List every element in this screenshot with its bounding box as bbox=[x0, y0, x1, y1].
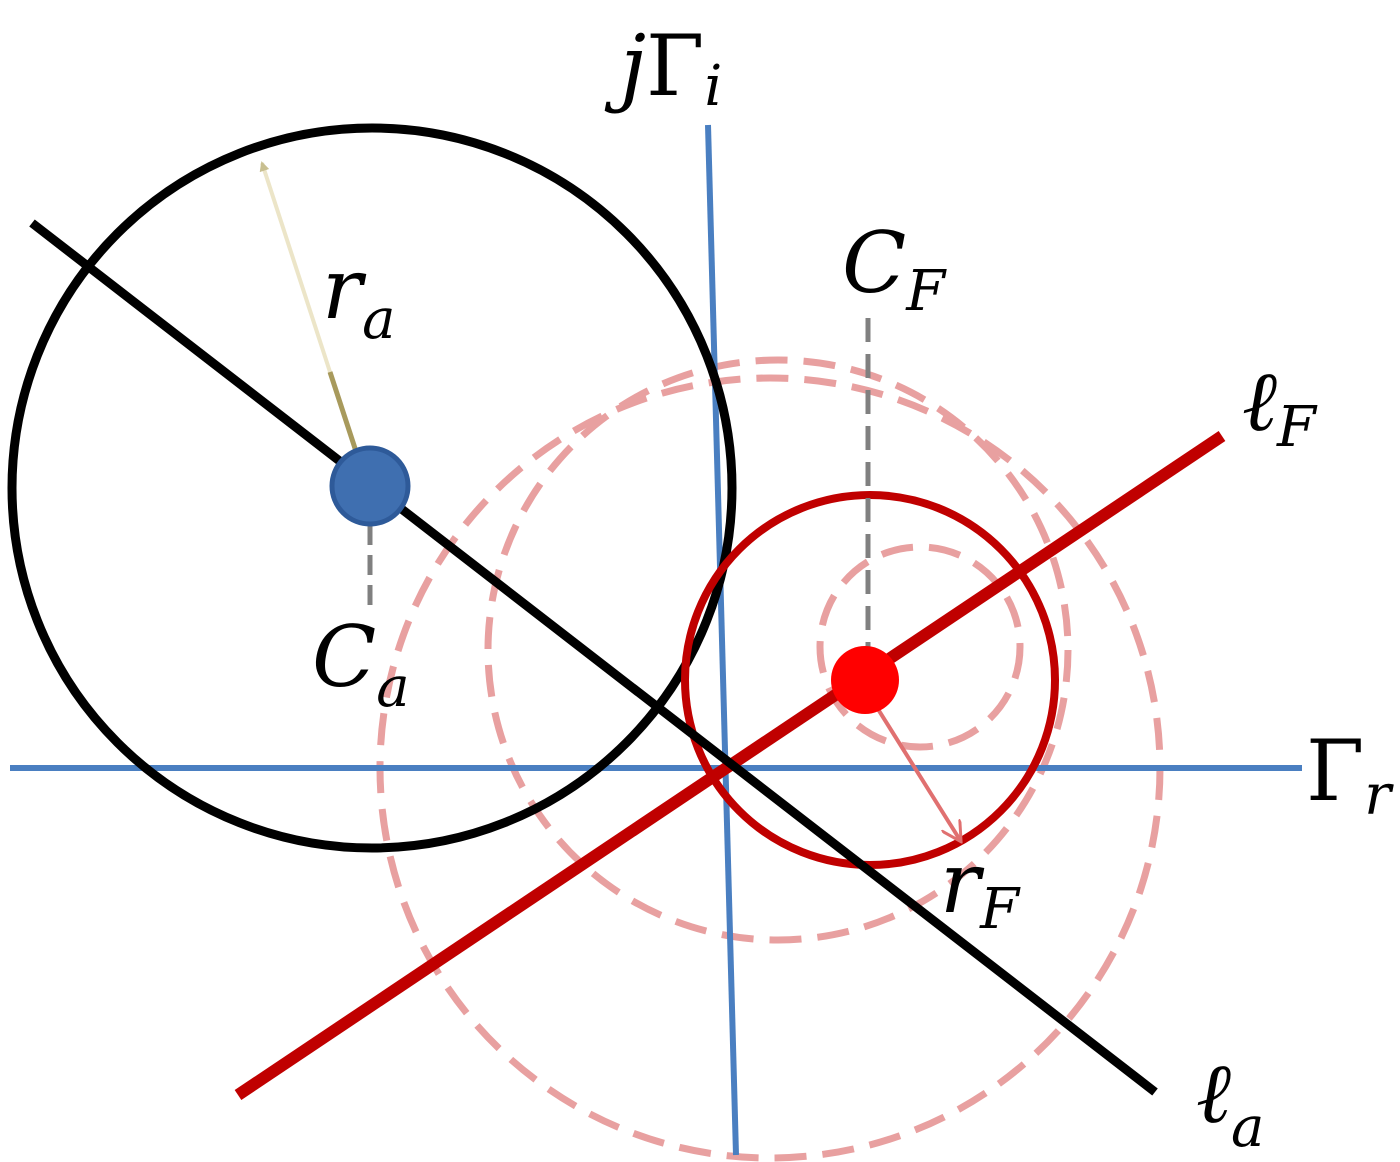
center-f-point bbox=[831, 646, 899, 714]
circle-f bbox=[681, 491, 1059, 869]
dashed-circles bbox=[376, 356, 1164, 1162]
line-l-a bbox=[29, 219, 1158, 1096]
radius-f-arrow bbox=[864, 688, 960, 840]
label-real-axis: Γr bbox=[1306, 722, 1394, 828]
dashed-circle-inner bbox=[816, 543, 1024, 751]
dashed-circle-middle bbox=[484, 356, 1072, 944]
imaginary-axis bbox=[705, 124, 739, 1156]
center-a-point bbox=[329, 445, 411, 527]
label-r-f: rF bbox=[940, 834, 1021, 942]
label-r-a: ra bbox=[322, 240, 396, 352]
label-c-a: Ca bbox=[312, 608, 410, 720]
label-l-a: ℓa bbox=[1196, 1044, 1264, 1160]
radius-a-shaft-light bbox=[259, 161, 332, 373]
label-l-f: ℓF bbox=[1242, 352, 1318, 460]
circle-a bbox=[7, 123, 737, 853]
label-c-f: CF bbox=[842, 214, 947, 324]
label-imaginary-axis: jΓi bbox=[604, 17, 722, 119]
